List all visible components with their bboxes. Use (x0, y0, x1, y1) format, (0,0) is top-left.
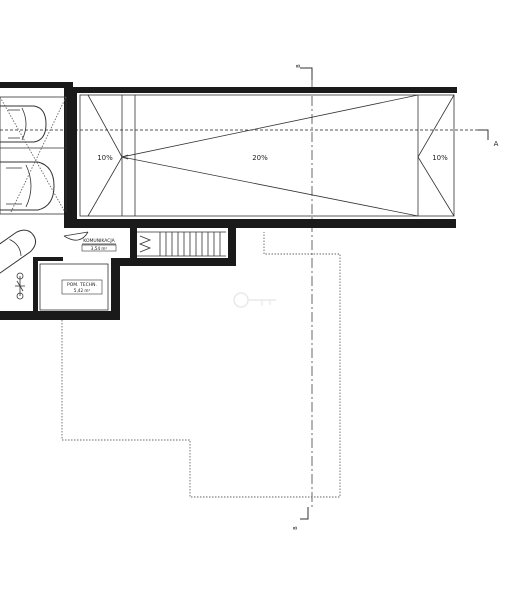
ramp: 10% 20% 10% (70, 87, 457, 228)
section-line-b: B B (293, 64, 313, 530)
section-marker-a: A (494, 140, 499, 148)
parking-garage (0, 82, 73, 300)
section-marker-b-top: B (296, 64, 302, 68)
building-outline (61, 232, 341, 498)
watermark-key-icon (233, 292, 276, 308)
car-bottom (0, 229, 37, 277)
ramp-slope-left: 10% (97, 154, 113, 162)
ramp-top-wall (76, 87, 457, 93)
technical-room-name: POM. TECHN. (67, 282, 97, 288)
communication-room: KOMUNIKACJA 3,54 m² (81, 238, 117, 252)
section-marker-b-bottom: B (293, 526, 299, 530)
communication-room-name: KOMUNIKACJA (83, 238, 115, 244)
ramp-slope-right: 10% (432, 154, 448, 162)
section-line-a: A (0, 129, 499, 148)
car-top (0, 105, 47, 143)
technical-room: POM. TECHN. 5,42 m² (39, 263, 109, 311)
ramp-bottom-wall (74, 219, 456, 228)
stairs (137, 231, 226, 257)
ramp-left-wall (70, 87, 77, 228)
communication-room-area: 3,54 m² (91, 246, 108, 251)
bicycle-icon (15, 272, 25, 300)
ramp-slope-middle: 20% (252, 154, 268, 162)
lower-walls (0, 212, 236, 320)
car-middle (0, 161, 55, 211)
technical-room-area: 5,42 m² (74, 288, 91, 293)
technical-room-label-box (61, 279, 103, 295)
